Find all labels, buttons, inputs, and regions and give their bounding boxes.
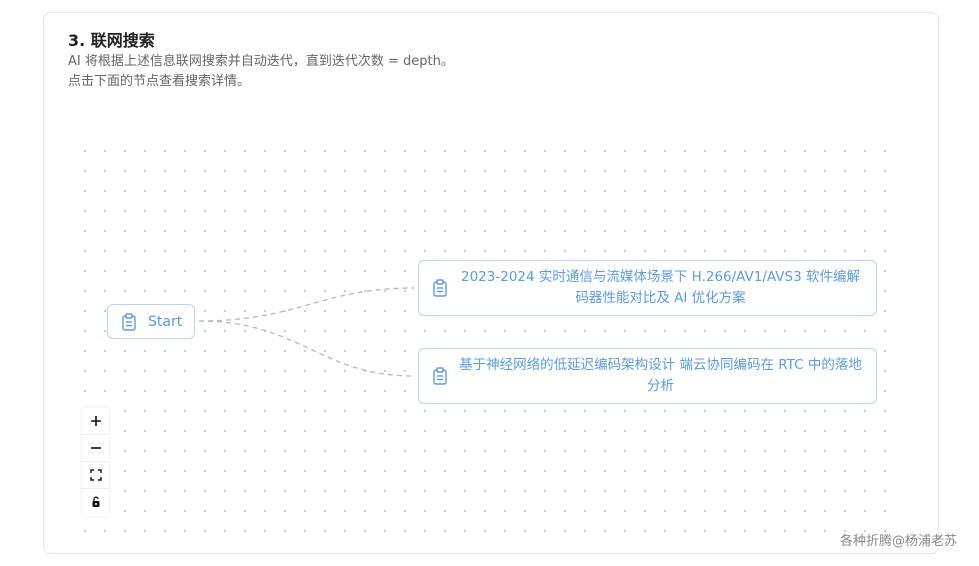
query-node-label: 基于神经网络的低延迟编码架构设计 端云协同编码在 RTC 中的落地分析: [459, 357, 862, 394]
zoom-out-button[interactable]: [82, 435, 109, 462]
start-node-label: Start: [148, 313, 183, 330]
unlock-icon: [90, 493, 102, 512]
start-node[interactable]: Start: [107, 304, 195, 339]
fit-view-button[interactable]: [82, 462, 109, 489]
section-description: AI 将根据上述信息联网搜索并自动迭代，直到迭代次数 = depth。: [68, 54, 454, 69]
zoom-in-button[interactable]: [82, 408, 109, 435]
query-node-2[interactable]: 基于神经网络的低延迟编码架构设计 端云协同编码在 RTC 中的落地分析: [418, 348, 877, 404]
plus-icon: [90, 412, 102, 431]
section-hint: 点击下面的节点查看搜索详情。: [68, 74, 251, 89]
query-node-label: 2023-2024 实时通信与流媒体场景下 H.266/AV1/AVS3 软件编…: [461, 269, 860, 306]
query-node-1[interactable]: 2023-2024 实时通信与流媒体场景下 H.266/AV1/AVS3 软件编…: [418, 260, 877, 316]
fit-view-icon: [89, 466, 102, 485]
section-title: 3. 联网搜索: [68, 31, 155, 50]
clipboard-icon: [431, 278, 449, 298]
clipboard-icon: [120, 312, 138, 332]
minus-icon: [90, 439, 102, 458]
flow-controls: [82, 408, 109, 516]
lock-toggle-button[interactable]: [82, 489, 109, 516]
watermark: 各种折腾@杨浦老苏: [839, 534, 957, 549]
clipboard-icon: [431, 366, 449, 386]
